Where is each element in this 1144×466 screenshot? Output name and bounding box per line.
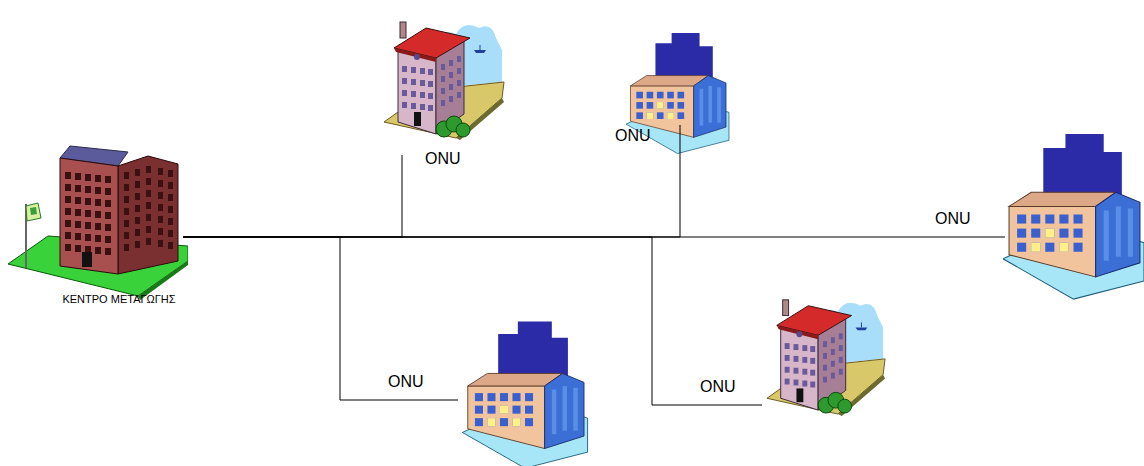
fiber-link <box>183 237 458 400</box>
onu-node: ONU <box>762 290 890 415</box>
fiber-link <box>183 155 402 237</box>
switching-center-building <box>8 146 188 300</box>
fiber-link <box>183 237 762 405</box>
onu-building <box>384 22 504 140</box>
station-label: ΚΕΝΤΡΟ ΜΕΤΑΓΩΓΗΣ <box>55 293 183 306</box>
onu-node: ONU <box>385 12 505 155</box>
onu-label: ONU <box>425 150 461 168</box>
onu-label: ONU <box>388 373 424 391</box>
onu-node: ONU <box>612 35 747 125</box>
onu-node: ONU <box>458 322 590 466</box>
onu-building <box>767 300 885 416</box>
switching-center: ΚΕΝΤΡΟ ΜΕΤΑΓΩΓΗΣ <box>55 140 183 315</box>
onu-label: ONU <box>615 127 651 145</box>
onu-building <box>1003 134 1144 299</box>
fiber-link <box>183 125 680 237</box>
onu-node: ONU <box>1005 130 1144 300</box>
onu-building <box>462 322 587 466</box>
onu-label: ONU <box>700 378 736 396</box>
onu-label: ONU <box>935 210 971 228</box>
